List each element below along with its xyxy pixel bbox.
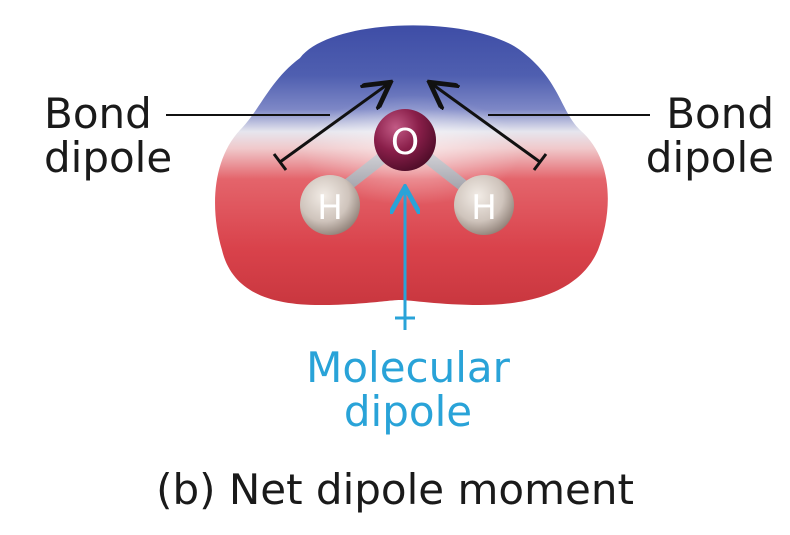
hydrogen-atom-left: [300, 175, 360, 235]
bond-dipole-right-line1: Bond: [666, 89, 774, 138]
bond-dipole-arrow-right: [432, 84, 541, 164]
hydrogen-left-label: H: [317, 188, 343, 228]
molecular-dipole-label: Molecular dipole: [306, 346, 510, 433]
bond-dipole-tail-right: [532, 153, 548, 171]
bond-dipole-right-line2: dipole: [645, 132, 774, 182]
bond-dipole-arrow-left: [279, 84, 388, 164]
hydrogen-atom-right: [454, 175, 514, 235]
bond-dipole-label-left: Bond dipole: [44, 92, 172, 179]
hydrogen-right-label: H: [471, 188, 497, 228]
bond-dipole-left-line1: Bond: [44, 89, 152, 138]
figure-caption: (b) Net dipole moment: [156, 465, 634, 514]
molecular-dipole-line2: dipole: [343, 386, 473, 436]
bond-dipole-tail-left: [272, 153, 288, 171]
bond-dipole-left-line2: dipole: [44, 132, 173, 182]
molecular-dipole-line1: Molecular: [306, 343, 510, 392]
bond-dipole-label-right: Bond dipole: [646, 92, 774, 179]
oxygen-label: O: [391, 122, 419, 163]
oxygen-atom: [374, 109, 436, 171]
